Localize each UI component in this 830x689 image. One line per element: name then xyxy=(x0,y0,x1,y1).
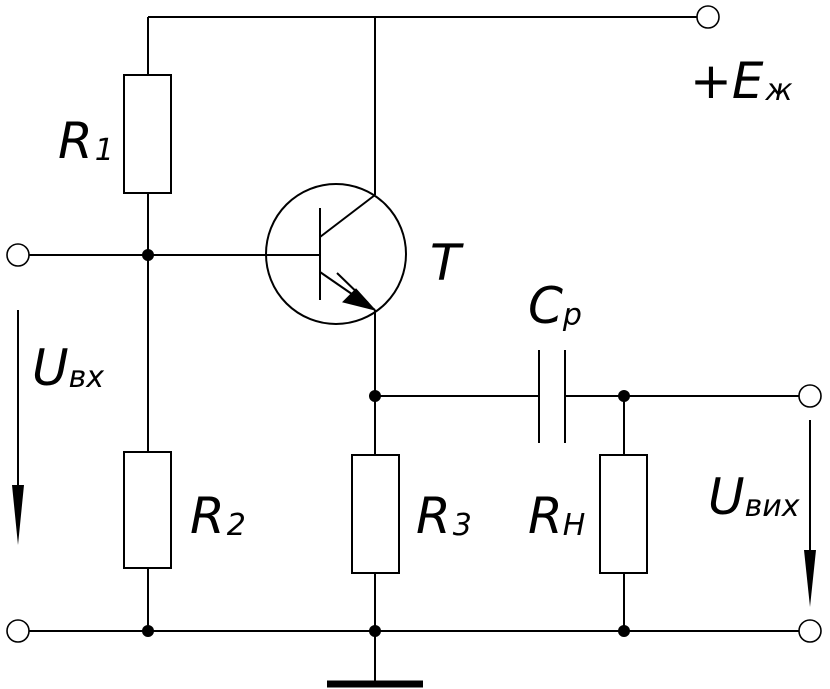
junction-dot xyxy=(369,625,381,637)
input-arrow-head xyxy=(12,485,24,545)
transistor-collector xyxy=(319,194,376,238)
resistor-r1 xyxy=(123,74,172,194)
junction-dot xyxy=(618,390,630,402)
transistor-t xyxy=(265,183,407,325)
output-voltage-arrow-icon xyxy=(804,420,816,607)
label-cp: Cp xyxy=(528,277,582,335)
label-r1: R1 xyxy=(58,112,114,170)
resistor-r2 xyxy=(123,451,172,569)
output-arrow-head xyxy=(804,550,816,607)
junction-dot xyxy=(142,625,154,637)
transistor-body xyxy=(265,183,407,325)
resistor-rh xyxy=(599,454,648,574)
terminal-input xyxy=(6,243,30,267)
terminal-supply xyxy=(696,5,720,29)
label-rh: RН xyxy=(528,487,585,545)
label-supply: +Eж xyxy=(690,52,793,110)
label-transistor: T xyxy=(430,234,464,292)
wires xyxy=(29,16,799,688)
label-output-voltage: Uвих xyxy=(708,468,800,526)
terminals xyxy=(6,5,822,643)
label-r3: R3 xyxy=(416,487,472,545)
terminal-output xyxy=(798,384,822,408)
input-voltage-arrow-icon xyxy=(12,310,24,545)
terminal-input-ground xyxy=(6,619,30,643)
junction-dot xyxy=(142,249,154,261)
label-input-voltage: Uвх xyxy=(32,339,104,397)
junction-dot xyxy=(369,390,381,402)
resistor-r3 xyxy=(351,454,400,574)
emitter-arrow-hint xyxy=(336,272,369,304)
capacitor-cp xyxy=(538,350,566,443)
terminal-output-ground xyxy=(798,619,822,643)
junctions xyxy=(142,249,630,637)
junction-dot xyxy=(618,625,630,637)
label-r2: R2 xyxy=(190,487,246,545)
